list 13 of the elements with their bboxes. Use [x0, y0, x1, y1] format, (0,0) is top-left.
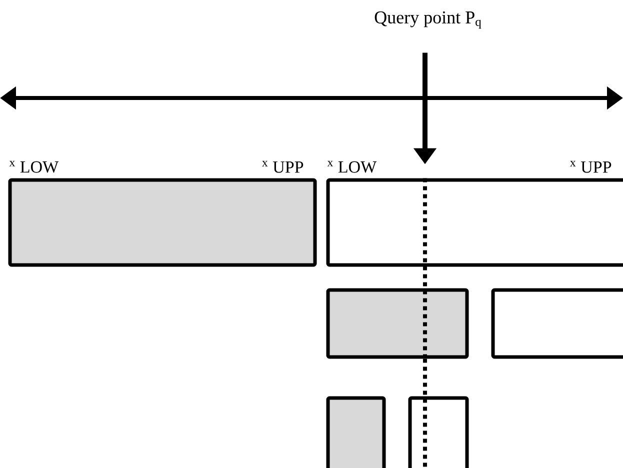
interval-box: [8, 178, 317, 267]
dotted-line: [423, 178, 427, 359]
interval-box: [326, 178, 623, 267]
bound-label: $^{x}$ UPP: [262, 160, 304, 173]
interval-box: [326, 288, 469, 359]
bound-label: $^{x}$ LOW: [9, 160, 59, 173]
interval-box: [491, 288, 623, 359]
interval-box: [408, 396, 469, 468]
dotted-line: [423, 358, 427, 468]
query-label: Query point P$_{q}$: [374, 11, 482, 29]
interval-box: [326, 396, 386, 468]
bound-label: $^{x}$ LOW: [327, 160, 377, 173]
bound-label: $^{x}$ UPP: [570, 160, 612, 173]
